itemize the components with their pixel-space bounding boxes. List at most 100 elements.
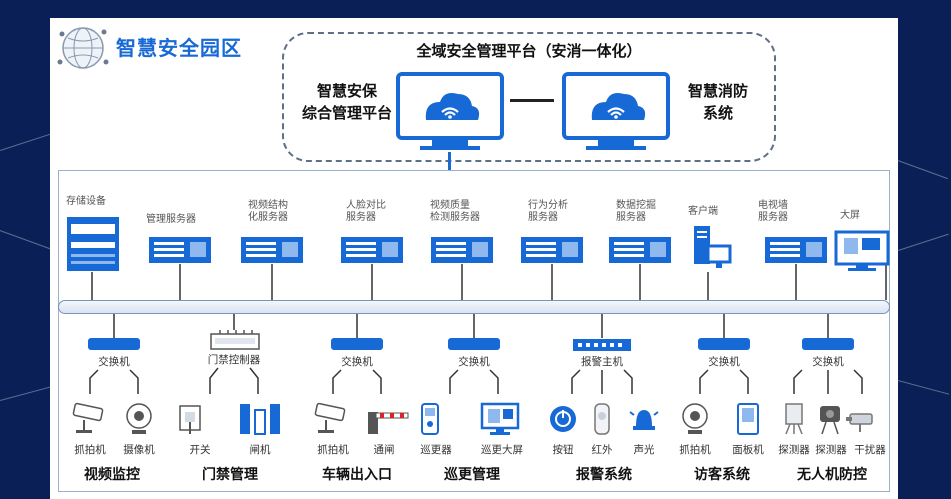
server-label-management: 管理服务器 xyxy=(146,214,196,226)
switch-drone xyxy=(802,338,854,350)
page-title: 智慧安全园区 xyxy=(116,36,242,60)
device-label: 按钮 xyxy=(552,444,574,456)
switch-label: 交换机 xyxy=(98,356,130,368)
server-label-client: 客户端 xyxy=(688,206,718,218)
security-platform-label-line2: 综合管理平台 xyxy=(301,104,392,122)
tvwall-server-icon xyxy=(765,237,827,263)
switch-label: 交换机 xyxy=(812,356,844,368)
detector-icon xyxy=(785,403,803,435)
fire-system-label-line2: 系统 xyxy=(702,104,733,122)
server-label-line: 人脸对比 xyxy=(346,200,386,211)
patrol-device-icon xyxy=(421,403,439,435)
network-bus xyxy=(58,300,890,314)
server-label-mining: 数据挖掘服务器 xyxy=(616,200,656,224)
category-visitor: 访客系统 xyxy=(694,467,750,483)
turnstile-icon xyxy=(240,404,280,435)
server-label-line: 检测服务器 xyxy=(430,212,480,223)
server-label-line: 服务器 xyxy=(528,212,558,223)
security-platform-label-line1: 智慧安保 xyxy=(316,82,377,100)
device-label: 声光 xyxy=(633,444,655,456)
category-video-surveillance: 视频监控 xyxy=(84,467,140,483)
patrol-screen-icon xyxy=(480,402,520,435)
server-label-line: 服务器 xyxy=(616,212,646,223)
device-label: 红外 xyxy=(591,444,613,456)
server-label-line: 管理服务器 xyxy=(146,214,196,225)
camera-icon xyxy=(72,402,104,433)
device-label: 探测器 xyxy=(815,444,847,456)
fire-system-label: 智慧消防 系统 xyxy=(676,80,760,124)
alarm-host-label: 报警主机 xyxy=(581,356,623,368)
switch-vehicle xyxy=(331,338,383,350)
device-label: 通闸 xyxy=(373,444,395,456)
server-label-tvwall: 电视墙服务器 xyxy=(758,200,788,224)
switch-panel-icon xyxy=(179,405,201,434)
background-line xyxy=(0,230,57,252)
server-label-line: 大屏 xyxy=(840,210,860,221)
category-drone-defense: 无人机防控 xyxy=(797,467,867,483)
server-label-face: 人脸对比服务器 xyxy=(346,200,386,224)
switch-label: 交换机 xyxy=(341,356,373,368)
management-server-icon xyxy=(149,237,211,263)
mining-server-icon xyxy=(609,237,671,263)
system-frame xyxy=(58,170,890,492)
category-vehicle-entrance: 车辆出入口 xyxy=(322,467,392,483)
security-platform-label: 智慧安保 综合管理平台 xyxy=(294,80,400,124)
detector-icon xyxy=(820,406,840,435)
server-label-line: 存储设备 xyxy=(66,196,106,207)
storage-device-icon xyxy=(67,217,119,271)
jammer-icon xyxy=(846,413,873,432)
fire-system-label-line1: 智慧消防 xyxy=(687,82,748,100)
access-controller-icon xyxy=(210,330,260,350)
device-label: 巡更器 xyxy=(420,444,452,456)
structuring-server-icon xyxy=(241,237,303,263)
server-label-line: 化服务器 xyxy=(248,212,288,223)
behavior-server-icon xyxy=(521,237,583,263)
webcam-icon xyxy=(682,403,708,434)
big-screen-icon xyxy=(834,230,890,271)
background-line xyxy=(897,380,950,395)
face-compare-server-icon xyxy=(341,237,403,263)
infrared-sensor-icon xyxy=(594,403,610,435)
alarm-button-icon xyxy=(550,406,576,432)
siren-icon xyxy=(629,410,659,430)
diagram-panel: 智慧安全园区 全域安全管理平台（安消一体化） 智慧安保 综合管理平台 智慧消防 … xyxy=(50,18,898,499)
server-label-line: 视频质量 xyxy=(430,200,470,211)
switch-label: 交换机 xyxy=(458,356,490,368)
device-label: 抓拍机 xyxy=(74,444,106,456)
category-patrol: 巡更管理 xyxy=(444,467,500,483)
server-label-behavior: 行为分析服务器 xyxy=(528,200,568,224)
server-label-line: 行为分析 xyxy=(528,200,568,211)
fire-system-monitor-icon xyxy=(562,72,670,150)
device-label: 干扰器 xyxy=(854,444,886,456)
switch-label: 交换机 xyxy=(708,356,740,368)
platform-box xyxy=(282,32,776,162)
server-label-quality: 视频质量检测服务器 xyxy=(430,200,480,224)
platform-link-line xyxy=(510,99,554,102)
category-access-control: 门禁管理 xyxy=(202,467,258,483)
server-label-line: 服务器 xyxy=(758,212,788,223)
alarm-host-icon xyxy=(573,339,631,351)
server-label-line: 数据挖掘 xyxy=(616,200,656,211)
server-label-line: 客户端 xyxy=(688,206,718,217)
server-label-storage: 存储设备 xyxy=(66,196,106,208)
platform-uplink xyxy=(448,152,451,170)
device-label: 巡更大屏 xyxy=(481,444,523,456)
barrier-gate-icon xyxy=(368,412,409,434)
switch-video xyxy=(88,338,140,350)
server-label-structuring: 视频结构化服务器 xyxy=(248,200,288,224)
background-line xyxy=(0,131,58,151)
client-pc-icon xyxy=(694,226,732,268)
server-label-line: 服务器 xyxy=(346,212,376,223)
device-label: 开关 xyxy=(189,444,211,456)
server-label-line: 电视墙 xyxy=(758,200,788,211)
server-label-line: 视频结构 xyxy=(248,200,288,211)
device-label: 探测器 xyxy=(778,444,810,456)
security-platform-monitor-icon xyxy=(396,72,504,150)
switch-patrol xyxy=(448,338,500,350)
device-label: 面板机 xyxy=(732,444,764,456)
webcam-icon xyxy=(126,403,152,434)
category-alarm: 报警系统 xyxy=(576,467,632,483)
access-controller-label: 门禁控制器 xyxy=(207,354,261,366)
platform-title: 全域安全管理平台（安消一体化） xyxy=(416,42,642,60)
device-label: 摄像机 xyxy=(123,444,155,456)
